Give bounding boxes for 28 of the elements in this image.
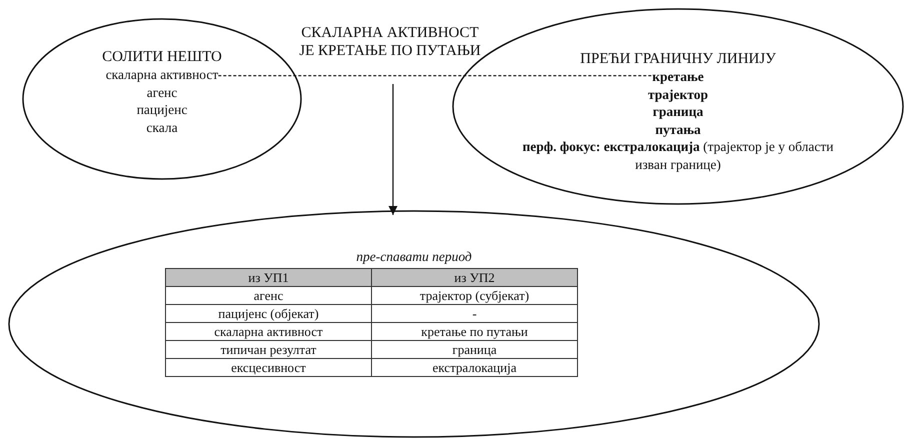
term: граница <box>652 103 704 121</box>
term: кретање <box>652 68 704 86</box>
term: трајектор <box>648 86 708 104</box>
table-cell: типичан резултат <box>166 340 372 358</box>
term: перф. фокус: екстралокација (трајектор је у области изван границе) <box>521 138 835 174</box>
table-cell: граница <box>372 340 578 358</box>
arrow <box>388 84 398 215</box>
column-header: из УП2 <box>372 268 578 286</box>
table-caption: пре-спавати период <box>356 248 472 266</box>
table-cell: пацијенс (објекат) <box>166 304 372 322</box>
table-cell: агенс <box>166 286 372 304</box>
term: агенс <box>146 84 178 102</box>
table-cell: екстралокација <box>372 358 578 376</box>
term: скала <box>146 118 178 136</box>
heading: ПРЕЋИ ГРАНИЧНУ ЛИНИЈУ <box>580 50 776 68</box>
dashed-connector <box>218 75 652 76</box>
column-header: из УП1 <box>166 268 372 286</box>
term: пацијенс <box>136 101 188 119</box>
table-cell: трајектор (субјекат) <box>372 286 578 304</box>
table-cell: ексцесивност <box>166 358 372 376</box>
term: скаларна активност <box>106 66 218 84</box>
term: путања <box>655 120 701 138</box>
table-cell: кретање по путањи <box>372 322 578 340</box>
heading: СКАЛАРНА АКТИВНОСТ ЈЕ КРЕТАЊЕ ПО ПУТАЊИ <box>298 24 482 60</box>
table-cell: скаларна активност <box>166 322 372 340</box>
heading: СОЛИТИ НЕШТО <box>102 48 222 66</box>
table-cell: - <box>372 304 578 322</box>
ellipse-node <box>8 210 820 438</box>
